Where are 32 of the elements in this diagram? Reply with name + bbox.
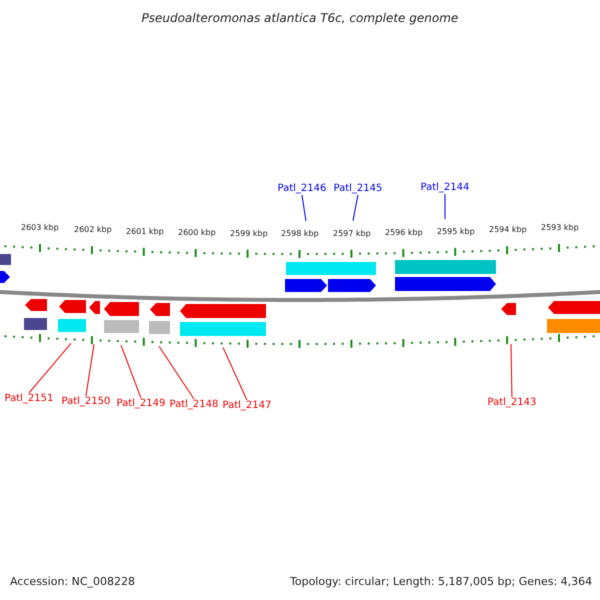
leader-line (85, 344, 94, 396)
gene-label: Patl_2146 (278, 184, 326, 194)
tick-label: 2600 kbp (178, 229, 216, 238)
gene-label: Patl_2151 (4, 394, 54, 404)
tick-label: 2599 kbp (230, 230, 268, 238)
leader-line (120, 344, 142, 398)
tick-label: 2602 kbp (74, 226, 112, 234)
leader-line (222, 346, 248, 400)
gene-label: Patl_2147 (222, 401, 272, 411)
accession-text: Accession: NC_008228 (10, 576, 136, 587)
tick-label: 2601 kbp (126, 228, 164, 236)
leader-line (28, 342, 72, 394)
tick-label: 2595 kbp (437, 228, 475, 236)
tick-label: 2594 kbp (489, 226, 527, 234)
tick-label: 2596 kbp (385, 229, 423, 238)
leader-line (158, 346, 194, 400)
leader-line (301, 194, 306, 222)
tick-label: 2597 kbp (333, 230, 371, 238)
tick-label: 2593 kbp (541, 224, 579, 232)
gene-label: Patl_2149 (116, 399, 166, 409)
gene-label: Patl_2144 (420, 183, 470, 193)
tick-label: 2598 kbp (281, 230, 319, 238)
tick-label: 2603 kbp (21, 224, 59, 232)
gene-label: Patl_2150 (62, 397, 110, 407)
leader-line (352, 194, 358, 222)
leader-line (510, 344, 512, 398)
gene-label: Patl_2143 (488, 398, 536, 408)
genome-info-text: Topology: circular; Length: 5,187,005 bp; Genes: 4,364 (290, 576, 592, 587)
leader-line (444, 194, 446, 220)
diagram-title: Pseudoalteromonas atlantica T6c, complete genome (142, 12, 458, 24)
gene-label: Patl_2145 (334, 184, 382, 194)
gene-label: Patl_2148 (170, 400, 218, 410)
